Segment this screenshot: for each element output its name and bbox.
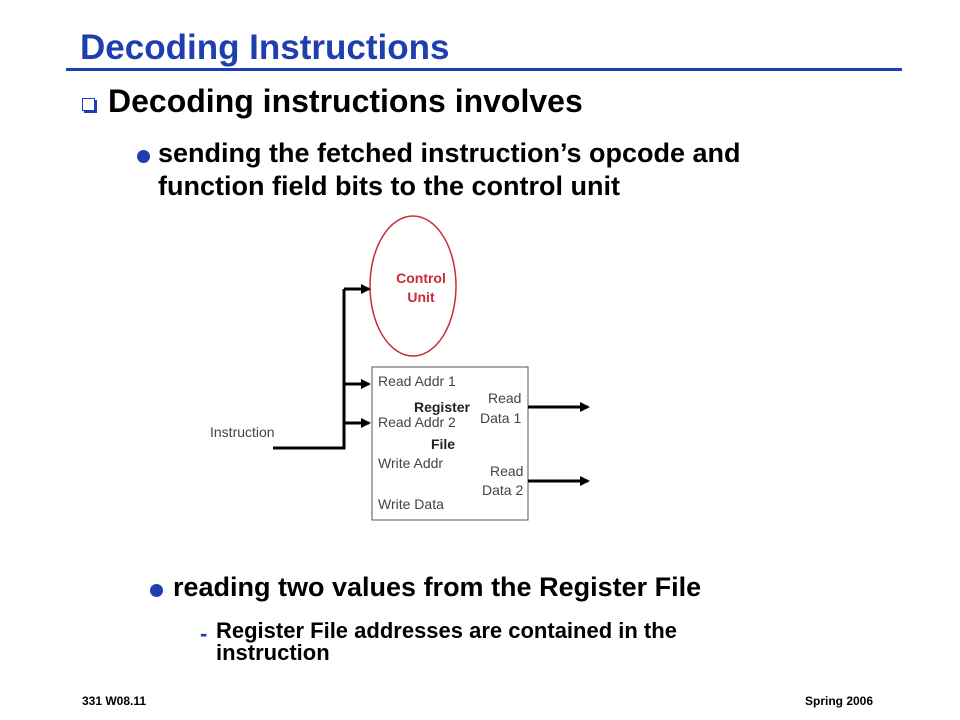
port-read-data-1-line-1: Read bbox=[488, 390, 521, 406]
footer-term: Spring 2006 bbox=[805, 694, 874, 708]
port-read-data-2-line-1: Read bbox=[490, 463, 523, 479]
bullet-sending-opcode-line-2: function field bits to the control unit bbox=[158, 171, 620, 201]
dash-bullet: - bbox=[200, 621, 208, 646]
control-unit-label-line-1: Control bbox=[396, 270, 446, 286]
bullet-register-addresses: Register File addresses are contained in… bbox=[216, 620, 677, 664]
title-underline bbox=[66, 68, 902, 71]
bullet-sending-opcode: sending the fetched instruction’s opcode… bbox=[158, 137, 741, 203]
bullet-sending-opcode-line-1: sending the fetched instruction’s opcode… bbox=[158, 138, 741, 168]
instruction-bus-wire bbox=[273, 289, 346, 450]
round-bullet-icon bbox=[137, 150, 150, 163]
port-read-addr-1: Read Addr 1 bbox=[378, 373, 456, 389]
instruction-label: Instruction bbox=[210, 424, 275, 440]
square-bullet-icon bbox=[82, 98, 95, 111]
control-unit-ellipse bbox=[369, 215, 457, 357]
register-file-box bbox=[371, 366, 529, 521]
register-file-name-line-2: File bbox=[431, 436, 455, 452]
port-write-addr: Write Addr bbox=[378, 455, 443, 471]
control-unit-label-line-2: Unit bbox=[407, 289, 435, 305]
port-read-data-1-line-2: Data 1 bbox=[480, 410, 521, 426]
footer-course-code: 331 W08.11 bbox=[82, 694, 147, 708]
port-write-data: Write Data bbox=[378, 496, 444, 512]
slide-title: Decoding Instructions bbox=[80, 28, 450, 67]
bullet-decoding-involves: Decoding instructions involves bbox=[108, 83, 583, 119]
bullet-register-addresses-line-2: instruction bbox=[216, 640, 330, 665]
port-read-addr-2: Read Addr 2 bbox=[378, 414, 456, 430]
register-file-name-line-1: Register bbox=[414, 399, 471, 415]
round-bullet-icon bbox=[150, 584, 163, 597]
port-read-data-2-line-2: Data 2 bbox=[482, 482, 523, 498]
bullet-reading-two-values: reading two values from the Register Fil… bbox=[173, 572, 702, 602]
bullet-register-addresses-line-1: Register File addresses are contained in… bbox=[216, 618, 677, 643]
